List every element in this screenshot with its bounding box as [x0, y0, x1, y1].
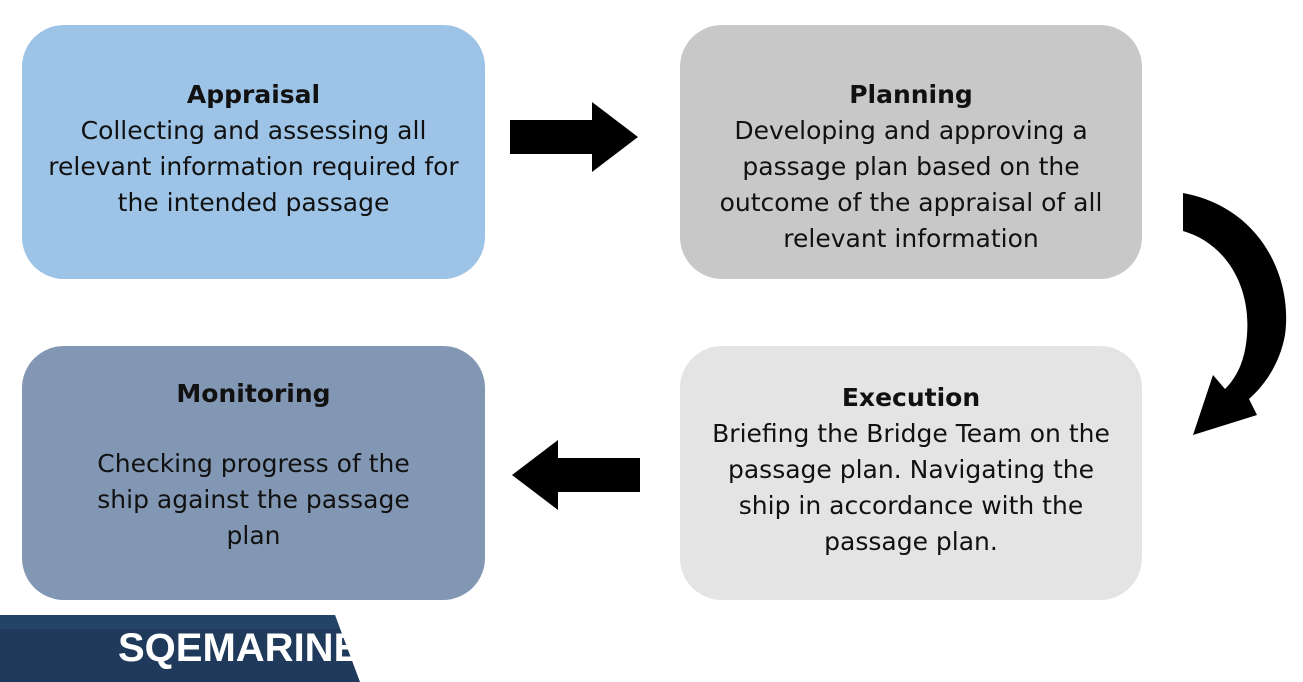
appraisal-box: Appraisal Collecting and assessing all r… — [22, 25, 485, 279]
planning-title: Planning — [849, 80, 973, 109]
monitoring-description: Checking progress of the ship against th… — [97, 449, 410, 550]
execution-title: Execution — [841, 383, 981, 412]
monitoring-box: Monitoring Checking progress of the ship… — [22, 346, 485, 600]
monitoring-title: Monitoring — [176, 379, 331, 408]
logo-background — [0, 615, 360, 682]
execution-description: Briefing the Bridge Team on the passage … — [712, 419, 1110, 556]
appraisal-title: Appraisal — [186, 80, 321, 109]
appraisal-description: Collecting and assessing all relevant in… — [48, 116, 459, 217]
curved-arrow-icon — [1183, 193, 1287, 435]
logo-text: SQEMARINE — [118, 626, 361, 670]
arrow-left-icon — [512, 440, 640, 510]
planning-description: Developing and approving a passage plan … — [719, 116, 1103, 253]
arrow-right-icon — [510, 102, 638, 172]
execution-box: Execution Briefing the Bridge Team on th… — [680, 346, 1142, 600]
planning-box: Planning Developing and approving a pass… — [680, 25, 1142, 279]
sqemarine-logo: SQEMARINE — [0, 607, 360, 682]
